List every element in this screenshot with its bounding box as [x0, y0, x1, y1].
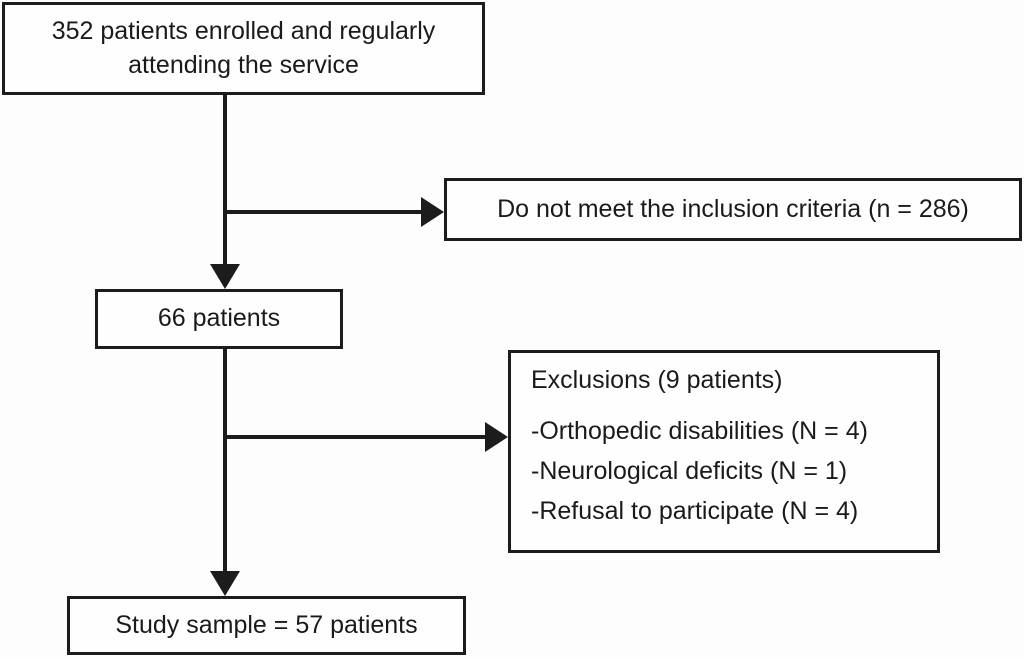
arrowhead-down-into-sixtysix-icon: [210, 264, 240, 289]
exclusion-item-neurological: -Neurological deficits (N = 1): [531, 457, 848, 485]
connector-branch-to-exclusions: [223, 435, 489, 439]
exclusion-item-refusal: -Refusal to participate (N = 4): [531, 497, 859, 525]
connector-sixtysix-to-sample: [223, 348, 227, 578]
study-sample-text: Study sample = 57 patients: [115, 610, 418, 639]
connector-branch-to-notmeet: [223, 210, 425, 214]
sixty-six-patients-box: 66 patients: [95, 289, 343, 349]
study-sample-box: Study sample = 57 patients: [67, 596, 466, 655]
not-meeting-criteria-text: Do not meet the inclusion criteria (n = …: [497, 194, 969, 223]
enrolled-text: 352 patients enrolled and regularly atte…: [51, 17, 436, 79]
arrowhead-right-into-exclusions-icon: [485, 422, 508, 452]
arrowhead-right-into-notmeet-icon: [421, 197, 444, 227]
exclusion-item-orthopedic: -Orthopedic disabilities (N = 4): [531, 417, 868, 445]
arrowhead-down-into-sample-icon: [210, 571, 240, 596]
connector-enrolled-to-sixtysix: [223, 95, 227, 270]
enrolled-box: 352 patients enrolled and regularly atte…: [2, 2, 485, 95]
sixty-six-patients-text: 66 patients: [157, 304, 281, 333]
not-meeting-criteria-box: Do not meet the inclusion criteria (n = …: [444, 178, 1022, 241]
exclusions-box: Exclusions (9 patients) -Orthopedic disa…: [508, 350, 940, 553]
exclusions-title: Exclusions (9 patients): [531, 366, 783, 394]
